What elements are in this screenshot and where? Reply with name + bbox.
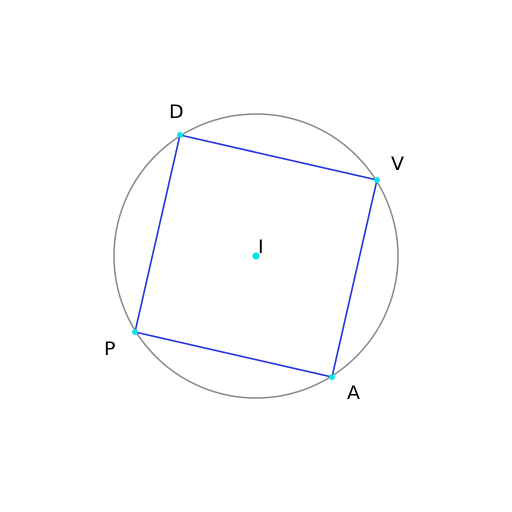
point-D (177, 132, 183, 138)
point-I (252, 252, 260, 260)
label-V: V (391, 153, 404, 175)
label-D: D (169, 101, 184, 123)
label-A: A (347, 382, 360, 404)
point-V (374, 177, 380, 183)
label-I: I (258, 236, 264, 258)
points-layer (132, 132, 380, 380)
point-A (329, 374, 335, 380)
labels-layer: I D V A P (104, 101, 404, 404)
point-P (132, 329, 138, 335)
circumcircle (113, 113, 399, 399)
label-P: P (104, 338, 115, 360)
